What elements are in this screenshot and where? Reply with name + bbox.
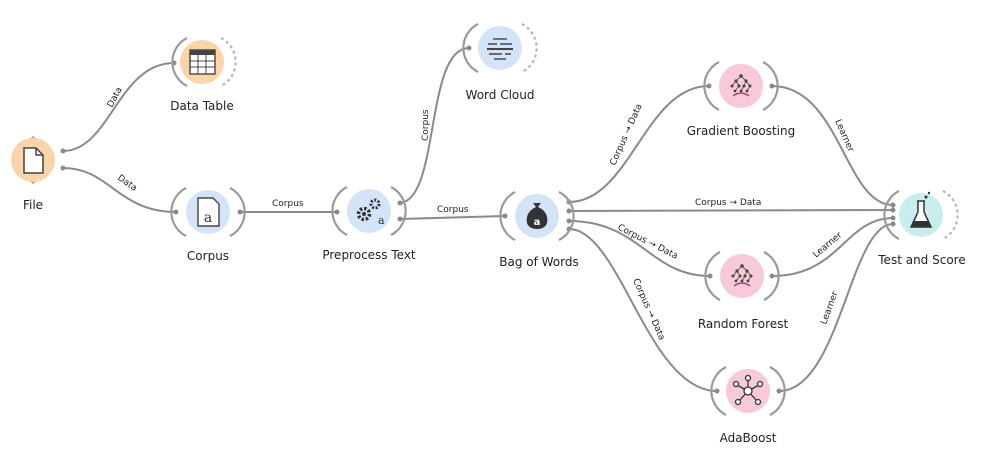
link-label-bow-gb: Corpus → Data bbox=[609, 103, 645, 168]
node-label-gradient-boosting: Gradient Boosting bbox=[687, 124, 795, 138]
node-random-forest[interactable]: Random Forest bbox=[698, 251, 789, 331]
link-bow-ada[interactable] bbox=[568, 228, 718, 392]
node-label-bag-of-words: Bag of Words bbox=[499, 255, 579, 269]
corpus-icon: a bbox=[197, 197, 220, 227]
node-label-test-and-score: Test and Score bbox=[877, 253, 965, 267]
link-file-corpus[interactable] bbox=[62, 167, 177, 213]
node-label-random-forest: Random Forest bbox=[698, 317, 789, 331]
node-label-preprocess-text: Preprocess Text bbox=[322, 248, 416, 262]
link-label-rf-test: Learner bbox=[812, 230, 845, 260]
bag-icon: a bbox=[526, 203, 548, 229]
node-gradient-boosting[interactable]: Gradient Boosting bbox=[687, 61, 795, 138]
file-icon bbox=[23, 147, 44, 174]
link-preprocess-bow[interactable] bbox=[399, 215, 506, 220]
network-icon bbox=[732, 374, 764, 406]
link-gb-test[interactable] bbox=[771, 85, 894, 206]
link-file-datatable[interactable] bbox=[62, 62, 175, 152]
link-label-preprocess-wordcloud: Corpus bbox=[421, 109, 431, 141]
link-bow-rf[interactable] bbox=[568, 220, 711, 277]
node-corpus[interactable]: a Corpus bbox=[170, 187, 246, 263]
svg-text:a: a bbox=[534, 217, 541, 228]
link-bow-gb[interactable] bbox=[568, 85, 710, 203]
node-label-corpus: Corpus bbox=[187, 249, 229, 263]
links-layer bbox=[60, 45, 896, 394]
node-test-and-score[interactable]: Test and Score bbox=[877, 190, 966, 267]
node-adaboost[interactable]: AdaBoost bbox=[710, 366, 786, 445]
node-label-data-table: Data Table bbox=[170, 99, 234, 113]
link-label-preprocess-bow: Corpus bbox=[437, 205, 469, 215]
flask-icon bbox=[909, 191, 933, 228]
node-label-word-cloud: Word Cloud bbox=[466, 88, 535, 102]
link-label-corpus-preprocess: Corpus bbox=[272, 199, 304, 209]
node-file[interactable]: File bbox=[11, 136, 55, 212]
link-rf-test[interactable] bbox=[771, 217, 894, 277]
link-label-bow-rf: Corpus → Data bbox=[616, 223, 680, 262]
link-bow-test[interactable] bbox=[568, 209, 894, 212]
table-icon bbox=[189, 49, 216, 75]
node-word-cloud[interactable]: Word Cloud bbox=[462, 23, 538, 102]
link-preprocess-wordcloud[interactable] bbox=[399, 47, 470, 204]
word-cloud-icon bbox=[487, 38, 513, 60]
link-label-file-corpus: Data bbox=[115, 173, 138, 194]
link-ada-test[interactable] bbox=[778, 223, 894, 392]
node-label-file: File bbox=[23, 198, 43, 212]
svg-text:a: a bbox=[204, 210, 212, 226]
node-label-adaboost: AdaBoost bbox=[720, 431, 777, 445]
node-data-table[interactable]: Data Table bbox=[170, 37, 237, 113]
gears-icon: a bbox=[356, 198, 385, 227]
node-bag-of-words[interactable]: a Bag of Words bbox=[499, 191, 579, 269]
node-preprocess-text[interactable]: a Preprocess Text bbox=[322, 186, 416, 262]
link-label-bow-test: Corpus → Data bbox=[695, 198, 761, 208]
svg-text:a: a bbox=[378, 214, 385, 227]
